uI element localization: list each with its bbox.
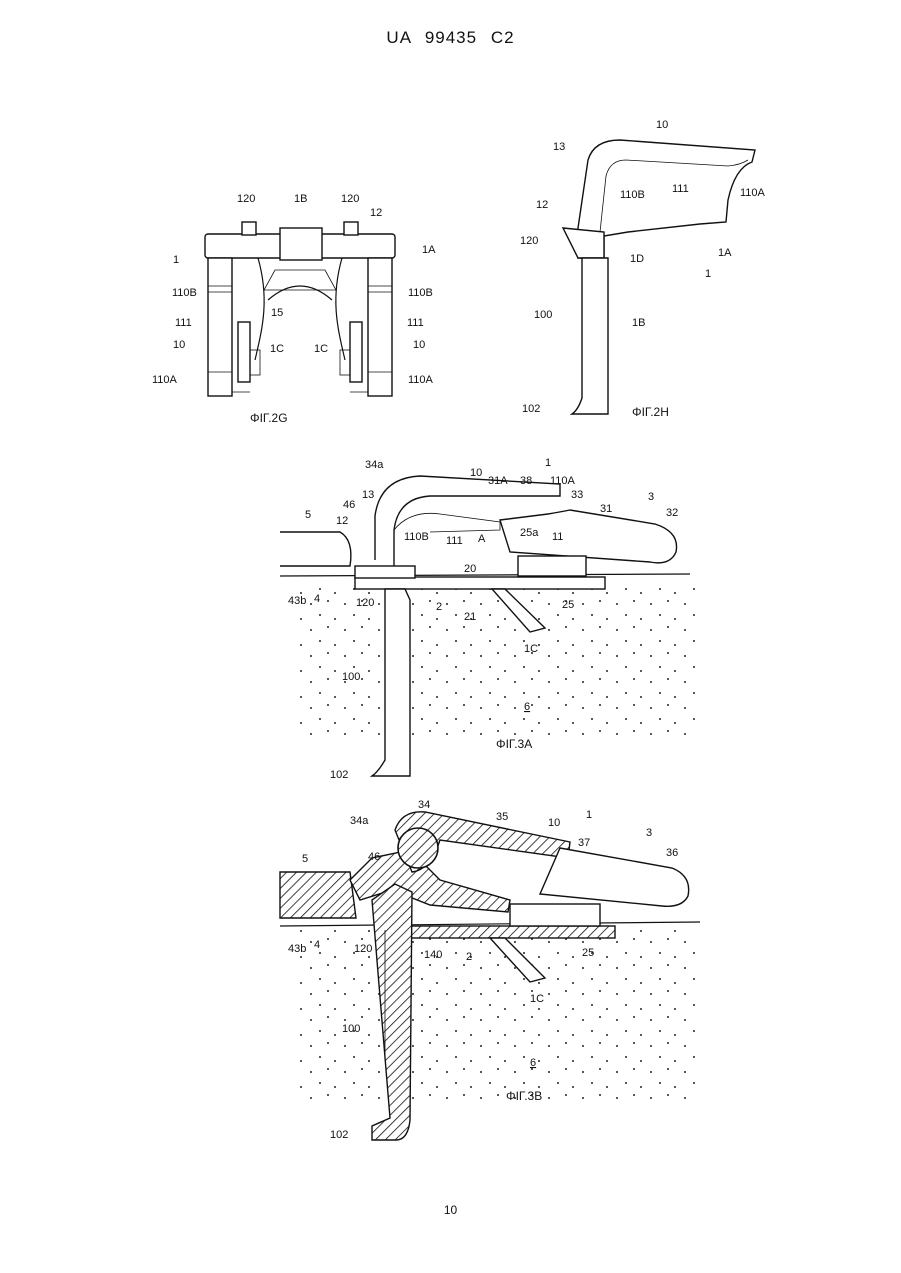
label-120: 120 <box>520 235 538 247</box>
label-110a-right: 110A <box>408 374 434 386</box>
caption-fig-2g: ΦΙΓ.2G <box>250 411 288 425</box>
label-6: 6 <box>530 1057 536 1069</box>
label-31a: 31A <box>488 475 508 487</box>
label-a: A <box>478 533 486 545</box>
label-11: 11 <box>552 531 563 543</box>
label-34: 34 <box>418 799 430 811</box>
label-34a: 34a <box>365 459 384 471</box>
label-35: 35 <box>496 811 508 823</box>
label-102: 102 <box>330 1129 348 1141</box>
label-20: 20 <box>464 563 476 575</box>
label-2: 2 <box>436 601 442 613</box>
label-111-left: 111 <box>175 317 192 329</box>
label-110a-left: 110A <box>152 374 178 386</box>
label-36: 36 <box>666 847 678 859</box>
label-4: 4 <box>314 593 320 605</box>
label-34a: 34a <box>350 815 369 827</box>
label-10: 10 <box>548 817 560 829</box>
figure-3b: 34 34a 35 10 1 37 3 36 5 46 43b 4 120 14… <box>280 799 700 1141</box>
label-46: 46 <box>343 499 355 511</box>
caption-fig-3b: ΦΙΓ.3B <box>506 1089 542 1103</box>
label-1a: 1A <box>422 244 436 256</box>
label-10: 10 <box>470 467 482 479</box>
label-46: 46 <box>368 851 380 863</box>
label-3: 3 <box>648 491 654 503</box>
label-12: 12 <box>336 515 348 527</box>
label-10-left: 10 <box>173 339 185 351</box>
label-1c-left: 1C <box>270 343 284 355</box>
label-12: 12 <box>536 199 548 211</box>
label-31: 31 <box>600 503 612 515</box>
label-15: 15 <box>271 307 283 319</box>
label-1a: 1A <box>718 247 732 259</box>
label-1: 1 <box>586 809 592 821</box>
label-3: 3 <box>646 827 652 839</box>
label-25: 25 <box>582 947 594 959</box>
label-140: 140 <box>424 949 442 961</box>
label-110b-right: 110B <box>408 287 433 299</box>
label-38: 38 <box>520 475 532 487</box>
label-110b-left: 110B <box>172 287 197 299</box>
label-1b: 1B <box>632 317 645 329</box>
label-1: 1 <box>173 254 179 266</box>
label-110b: 110B <box>620 189 645 201</box>
label-111: 111 <box>446 535 463 547</box>
label-1c-right: 1C <box>314 343 328 355</box>
label-5: 5 <box>302 853 308 865</box>
label-25a: 25a <box>520 527 539 539</box>
label-120-left: 120 <box>237 193 255 205</box>
label-120-right: 120 <box>341 193 359 205</box>
caption-fig-2h: ΦΙΓ.2H <box>632 405 669 419</box>
label-1c: 1C <box>530 993 544 1005</box>
label-1b: 1B <box>294 193 307 205</box>
label-43b: 43b <box>288 943 306 955</box>
label-102: 102 <box>522 403 540 415</box>
label-110a: 110A <box>550 475 576 487</box>
label-5: 5 <box>305 509 311 521</box>
label-1d: 1D <box>630 253 644 265</box>
label-37: 37 <box>578 837 590 849</box>
page-number: 10 <box>0 1203 901 1217</box>
figure-2h: 10 13 110B 111 110A 12 120 1D 1A 1 100 1… <box>520 119 766 419</box>
label-1: 1 <box>545 457 551 469</box>
label-100: 100 <box>342 671 360 683</box>
figure-2g: 120 1B 120 12 1A 1 110B 110B 15 111 111 … <box>152 193 436 425</box>
label-111-right: 111 <box>407 317 424 329</box>
figure-3a: 34a 10 1 31A 38 110A 33 3 13 46 5 31 32 … <box>280 457 700 781</box>
label-111: 111 <box>672 183 689 195</box>
label-10: 10 <box>656 119 668 131</box>
label-32: 32 <box>666 507 678 519</box>
label-2: 2 <box>466 951 472 963</box>
label-120: 120 <box>356 597 374 609</box>
label-1: 1 <box>705 268 711 280</box>
label-25: 25 <box>562 599 574 611</box>
label-33: 33 <box>571 489 583 501</box>
caption-fig-3a: ΦΙΓ.3A <box>496 737 532 751</box>
label-43b: 43b <box>288 595 306 607</box>
label-13: 13 <box>553 141 565 153</box>
label-1c: 1C <box>524 643 538 655</box>
label-110b: 110B <box>404 531 429 543</box>
label-4: 4 <box>314 939 320 951</box>
label-21: 21 <box>464 611 476 623</box>
label-100: 100 <box>534 309 552 321</box>
label-10-right: 10 <box>413 339 425 351</box>
label-110a: 110A <box>740 187 766 199</box>
label-6: 6 <box>524 701 530 713</box>
label-100: 100 <box>342 1023 360 1035</box>
label-120: 120 <box>354 943 372 955</box>
label-12: 12 <box>370 207 382 219</box>
label-13: 13 <box>362 489 374 501</box>
label-102: 102 <box>330 769 348 781</box>
